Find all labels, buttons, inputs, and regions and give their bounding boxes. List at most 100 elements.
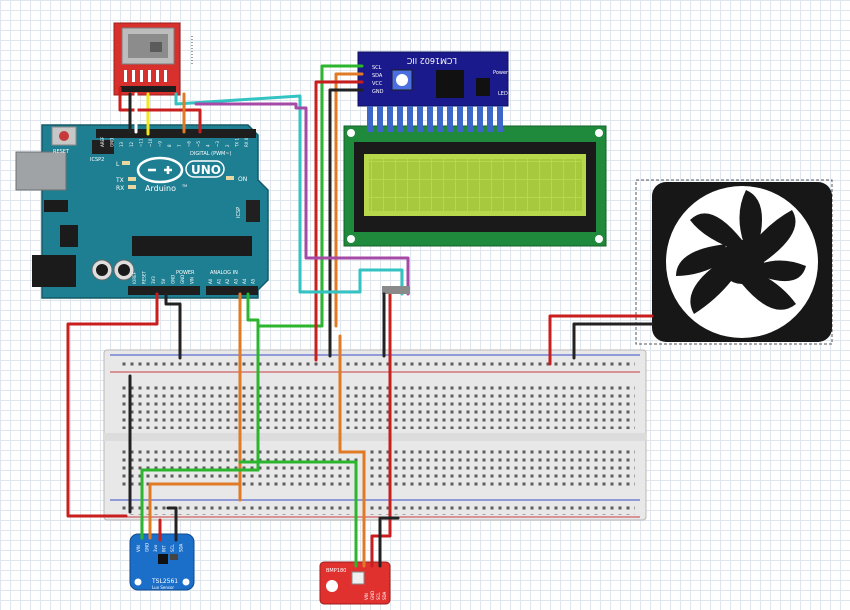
tsl-pin-label-1: GND [145,543,150,552]
bmp-pin-label-3: SDA [382,591,387,600]
led-l-label: L [116,161,120,168]
i2c-pin-label-1: SDA [372,73,383,79]
i2c-pin-label-2: VCC [372,81,383,87]
wire-fan-black [572,322,654,360]
tsl-name: TSL2561 [151,578,178,585]
icsp-header [246,200,260,222]
i2c-power-label: Power [493,70,509,76]
bmp-name: BMP180 [326,568,346,574]
arduino-tm: TM [181,184,187,188]
wire-tsl-scl [140,468,260,540]
wire-sd-red [118,86,202,134]
bmp-pin-label-2: SCL [376,592,381,600]
led-tx-label: TX [115,177,124,184]
digital-pin-label-13: 2 [225,144,230,147]
digital-pin-label-9: ~6 [186,141,191,147]
wire-tsl-gnd [166,506,178,542]
icsp-label: ICSP [236,207,242,218]
analog-label: ANALOG IN [210,270,238,276]
wire-i2c-sda [334,72,364,328]
digital-pin-label-12: ~3 [215,141,220,147]
arduino-model: UNO [191,163,221,177]
breadboard [103,349,647,521]
analog-pin-label-0: A0 [208,278,213,284]
i2c-lcd-backpack: LCM1602 IIC Power LED SCL SDA VCC GND [357,51,509,132]
power-pin-label-0: IOREF [132,271,137,284]
digital-pin-label-8: 7 [177,144,182,147]
power-pin-label-4: GND [170,275,175,284]
i2c-pin-label-3: GND [372,89,384,95]
power-pin-label-2: 3V3 [151,276,156,284]
atmega-chip [132,236,252,256]
cooling-fan [635,179,833,345]
digital-pin-label-1: GND [110,138,115,147]
tsl-pin-label-0: VIN [136,545,141,552]
on-led-label: ON [238,176,247,183]
voltage-regulator [60,225,78,247]
pcf8574-chip [436,70,464,98]
digital-pin-label-5: ~10 [148,138,153,147]
junction-connector [382,286,410,294]
digital-pin-label-4: ~11 [138,138,143,147]
wire-5v [66,292,159,518]
digital-pin-label-0: AREF [100,136,105,147]
arduino-logo [136,156,184,184]
analog-pin-label-3: A3 [234,278,239,284]
tsl-pin-label-4: SCL [170,544,175,552]
i2c-pin-label-0: SCL [372,65,382,71]
usb-port [15,151,67,191]
power-pin-label-3: 5V [161,278,166,284]
wire-bmp-scl [238,460,358,568]
digital-pin-label-11: 4 [206,144,211,147]
power-pin-label-5: GND [180,275,185,284]
digital-pin-label-3: 12 [129,141,134,147]
icsp2-label: ICSP2 [90,157,104,163]
i2c-pin-labels: SCL SDA VCC GND [372,65,384,95]
digital-pin-label-15: RX 0 [244,137,249,147]
tsl-pin-label-2: 3vo [153,544,158,552]
digital-pin-label-14: TX 1 [234,138,239,148]
analog-header [206,286,258,295]
bmp-pin-label-0: VIN [364,593,369,600]
sd-card-module [113,22,193,96]
wire-i2c-vcc [314,80,364,362]
wire-i2c-scl [256,64,364,328]
power-pin-labels: IOREF RESET 3V3 5V GND GND VIN [132,271,195,284]
digital-header [96,129,256,138]
digital-label: DIGITAL (PWM~) [190,151,232,157]
led-rx-label: RX [116,185,124,192]
i2c-model-label: LCM1602 IIC [406,56,457,65]
power-label: POWER [176,270,195,276]
wire-sd-purple [194,102,410,296]
digital-pin-label-7: 8 [167,144,172,147]
analog-pin-label-5: A5 [251,278,256,284]
analog-pin-label-4: A4 [242,278,247,284]
bmp-pin-label-1: GND [370,591,375,600]
analog-pin-label-1: A1 [217,278,222,284]
wire-gnd [164,292,182,360]
wires [66,64,654,568]
digital-pin-label-10: ~5 [196,141,201,147]
tsl-pin-label-5: SDA [179,543,184,552]
power-pin-label-1: RESET [142,271,147,284]
power-jack [32,255,76,287]
wire-a5 [246,292,260,472]
tsl-pin-label-3: INT [162,545,167,552]
i2c-led-label: LED [498,91,508,97]
wire-bmp-sda [338,334,366,568]
analog-pin-label-2: A2 [225,278,230,284]
wire-bmp-gnd [378,516,400,568]
digital-pin-label-6: ~9 [158,141,163,147]
arduino-brand: Arduino [145,184,176,193]
power-pin-label-6: VIN [190,277,195,284]
lcd-16x2-display [343,125,607,247]
reset-label: RESET [53,149,70,155]
